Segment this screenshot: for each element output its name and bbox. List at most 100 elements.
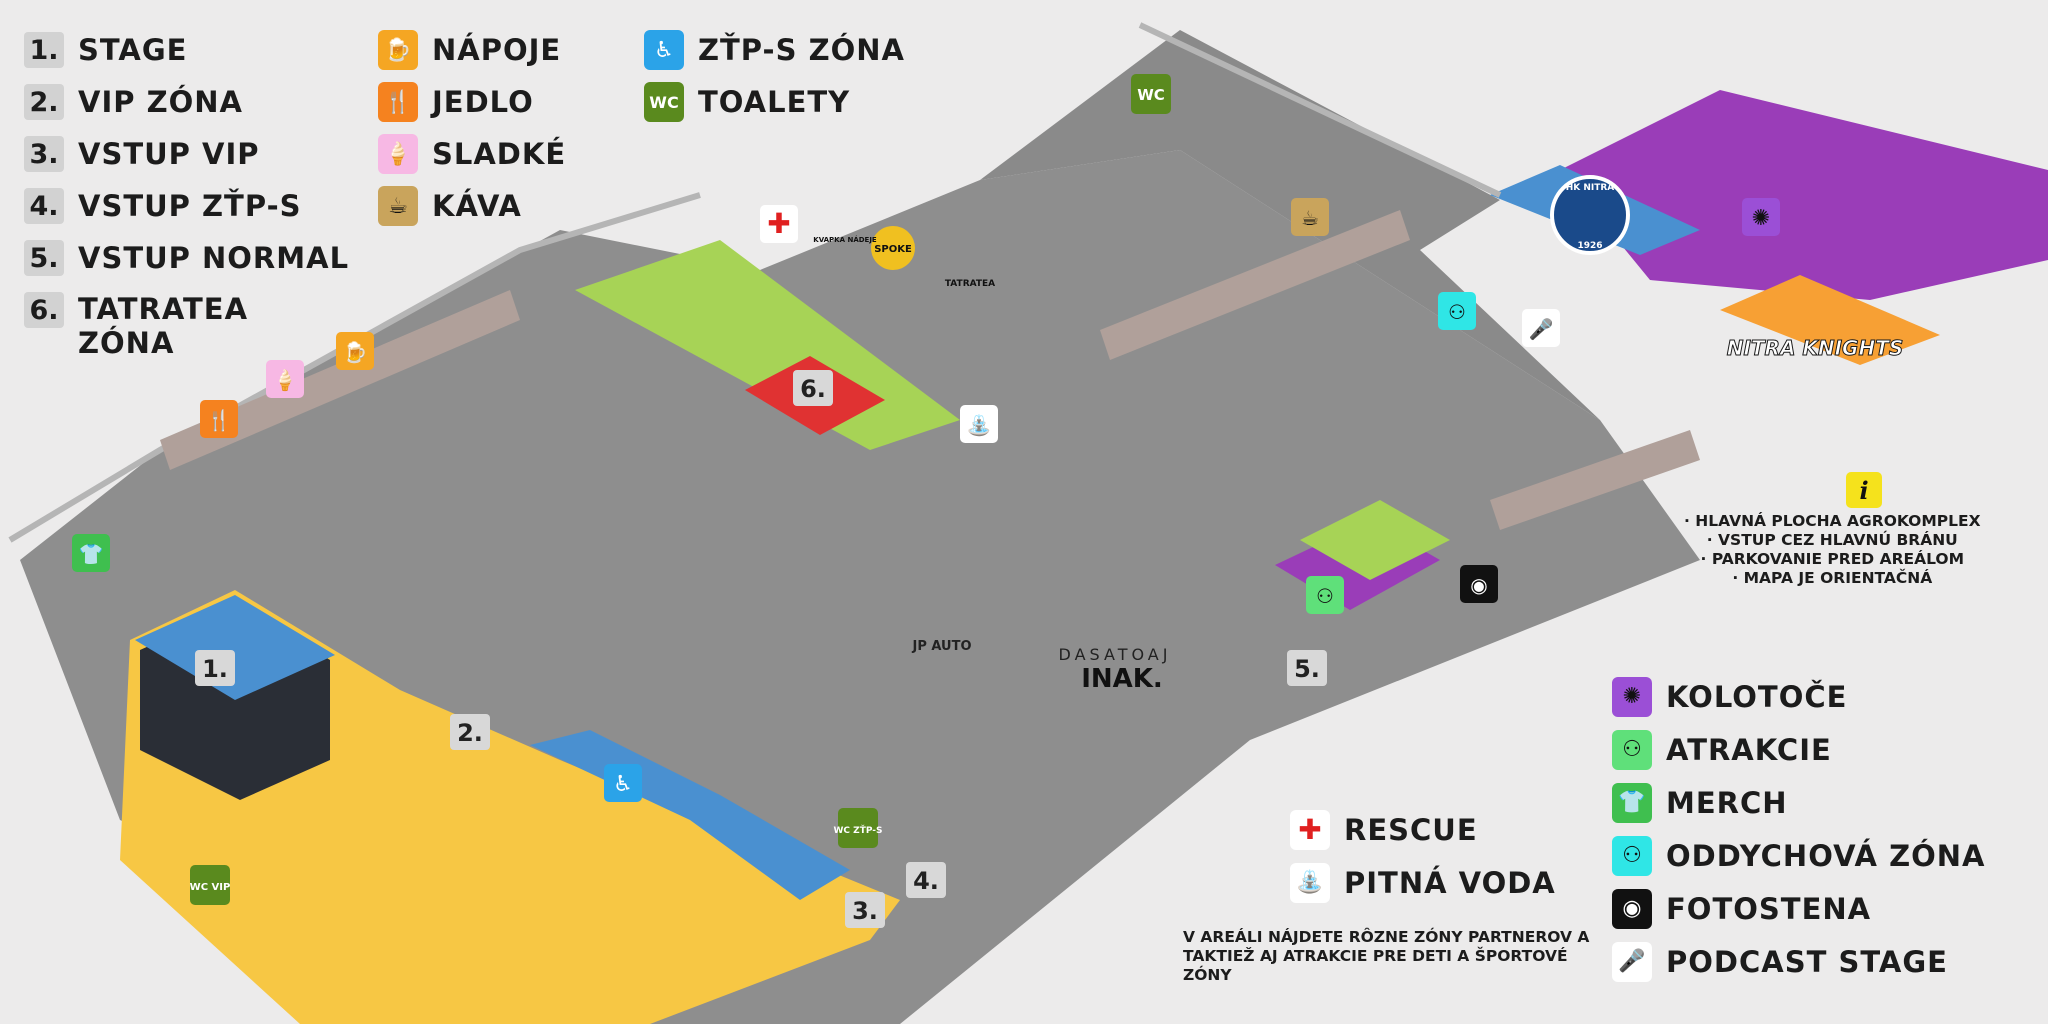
legend-napoje: 🍺NÁPOJE — [378, 24, 566, 76]
stall-row-left — [160, 290, 520, 470]
svg-text:⛲: ⛲ — [967, 413, 992, 437]
svg-text:🍴: 🍴 — [207, 408, 232, 432]
stall-row-top — [1100, 210, 1410, 360]
top-fence — [1138, 22, 1502, 198]
ice-cream-icon: 🍦 — [378, 134, 418, 174]
knights-orange-zone — [1720, 275, 1940, 365]
svg-text:◉: ◉ — [1470, 573, 1487, 597]
microphone-icon: 🎤 — [1522, 309, 1560, 347]
food-icon: 🍴 — [200, 400, 238, 438]
svg-text:INAK.: INAK. — [1081, 664, 1163, 694]
svg-text:WC: WC — [1137, 86, 1165, 104]
attractions-legend: ✺KOLOTOČE ⚇ATRAKCIE 👕MERCH ⚇ODDYCHOVÁ ZÓ… — [1612, 670, 1986, 988]
legend-tatratea-zona: 6.TATRATEA ZÓNA — [24, 284, 349, 362]
ferris-wheel-icon: ✺ — [1612, 676, 1652, 717]
map-label-stage: 1. — [195, 650, 235, 686]
legend-podcast-stage: 🎤PODCAST STAGE — [1612, 935, 1986, 988]
legend-kolotoce: ✺KOLOTOČE — [1612, 670, 1986, 723]
water-tap-icon: ⛲ — [1290, 862, 1330, 903]
wheelchair-icon: ♿ — [604, 764, 642, 802]
tatratea-logo: TATRATEA — [945, 279, 995, 289]
services-legend: 🍺NÁPOJE 🍴JEDLO 🍦SLADKÉ ☕KÁVA — [378, 24, 566, 232]
svg-text:2.: 2. — [457, 719, 483, 747]
dasatoaj-inak-logo: DASATOAJ INAK. — [1059, 645, 1172, 694]
legend-vstup-ztps: 4.VSTUP ZŤP-S — [24, 180, 349, 232]
svg-text:KVAPKA NÁDEJE: KVAPKA NÁDEJE — [813, 235, 877, 244]
svg-text:1926: 1926 — [1577, 241, 1602, 251]
picnic-table-icon: ⚇ — [1612, 835, 1652, 876]
jp-auto-logo: JP AUTO — [911, 639, 971, 654]
legend-rescue: ✚RESCUE — [1290, 803, 1556, 856]
svg-text:HK NITRA: HK NITRA — [1566, 183, 1615, 193]
coffee-cup-icon: ☕ — [378, 186, 418, 226]
map-label-vstup-normal: 5. — [1287, 650, 1327, 686]
map-label-vip: 2. — [450, 714, 490, 750]
rescue-legend: ✚RESCUE ⛲PITNÁ VODA — [1290, 803, 1556, 909]
svg-text:1.: 1. — [202, 655, 228, 683]
legend-vstup-normal: 5.VSTUP NORMAL — [24, 232, 349, 284]
people-jumping-icon: ⚇ — [1612, 729, 1652, 770]
wheelchair-icon: ♿ — [644, 30, 684, 70]
partner-zones-note: V AREÁLI NÁJDETE RÔZNE ZÓNY PARTNEROV A … — [1183, 928, 1590, 984]
svg-text:SPOKE: SPOKE — [874, 244, 912, 255]
numbered-legend: 1.STAGE 2.VIP ZÓNA 3.VSTUP VIP 4.VSTUP Z… — [24, 24, 349, 362]
svg-text:5.: 5. — [1294, 655, 1320, 683]
svg-text:WC ZŤP-S: WC ZŤP-S — [834, 824, 883, 836]
top-road — [980, 30, 1600, 420]
svg-text:4.: 4. — [913, 867, 939, 895]
svg-text:✚: ✚ — [767, 207, 790, 240]
svg-text:☕: ☕ — [1301, 206, 1319, 230]
svg-text:WC VIP: WC VIP — [190, 882, 231, 893]
legend-vip-zona: 2.VIP ZÓNA — [24, 76, 349, 128]
svg-text:🍺: 🍺 — [343, 340, 368, 364]
water-tap-icon: ⛲ — [960, 405, 998, 443]
fork-knife-icon: 🍴 — [378, 82, 418, 122]
atrakcie-icon: ⚇ — [1306, 576, 1344, 614]
stage-roof — [135, 595, 335, 700]
kvapka-logo: KVAPKA NÁDEJE — [813, 235, 877, 244]
info-notes: · HLAVNÁ PLOCHA AGROKOMPLEX · VSTUP CEZ … — [1684, 512, 1981, 587]
camera-icon: ◉ — [1612, 888, 1652, 929]
svg-text:✺: ✺ — [1752, 206, 1770, 231]
ice-cream-icon: 🍦 — [266, 360, 304, 398]
legend-vstup-vip: 3.VSTUP VIP — [24, 128, 349, 180]
info-icon: i — [1846, 472, 1882, 508]
svg-text:🎤: 🎤 — [1529, 317, 1554, 341]
legend-stage: 1.STAGE — [24, 24, 349, 76]
wc-top-icon: WC — [1131, 74, 1171, 114]
legend-pitna-voda: ⛲PITNÁ VODA — [1290, 856, 1556, 909]
svg-text:TATRATEA: TATRATEA — [945, 279, 995, 289]
tshirt-icon: 👕 — [72, 534, 110, 572]
kolotoce-zone — [1560, 90, 2048, 300]
svg-text:DASATOAJ: DASATOAJ — [1059, 645, 1172, 664]
svg-text:👕: 👕 — [79, 542, 104, 566]
legend-kava: ☕KÁVA — [378, 180, 566, 232]
svg-text:⚇: ⚇ — [1448, 300, 1466, 324]
stall-row-right — [1490, 430, 1700, 530]
beer-mug-icon: 🍺 — [378, 30, 418, 70]
svg-text:NITRA KNIGHTS: NITRA KNIGHTS — [1727, 336, 1904, 360]
wc-vip-icon: WC VIP — [190, 865, 231, 905]
hk-nitra-logo: HK NITRA 1926 — [1550, 175, 1630, 255]
svg-text:3.: 3. — [852, 897, 878, 925]
legend-merch: 👕MERCH — [1612, 776, 1986, 829]
ferris-wheel-icon: ✺ — [1742, 198, 1780, 236]
atrakcie-grass — [1300, 500, 1450, 580]
legend-fotostena: ◉FOTOSTENA — [1612, 882, 1986, 935]
camera-icon: ◉ — [1460, 565, 1498, 603]
legend-ztps-zona: ♿ZŤP-S ZÓNA — [644, 24, 905, 76]
rescue-icon: ✚ — [760, 205, 798, 243]
spoke-logo: SPOKE — [871, 226, 915, 270]
coffee-icon: ☕ — [1291, 198, 1329, 236]
legend-atrakcie: ⚇ATRAKCIE — [1612, 723, 1986, 776]
svg-text:⚇: ⚇ — [1316, 584, 1334, 608]
microphone-icon: 🎤 — [1612, 941, 1652, 982]
svg-text:6.: 6. — [800, 375, 826, 403]
tshirt-icon: 👕 — [1612, 782, 1652, 823]
legend-jedlo: 🍴JEDLO — [378, 76, 566, 128]
wc-ztps-icon: WC ZŤP-S — [834, 808, 883, 848]
legend-sladke: 🍦SLADKÉ — [378, 128, 566, 180]
nitra-knights-logo: NITRA KNIGHTS — [1726, 336, 1904, 361]
